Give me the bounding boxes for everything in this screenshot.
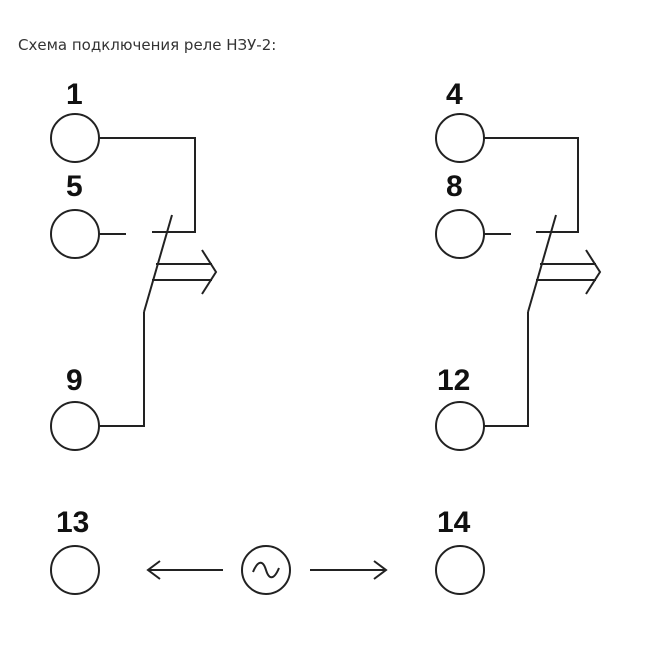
- wire-terminal-9: [99, 312, 145, 427]
- mechanical-link-arrow-icon: [536, 249, 602, 295]
- terminal-8: [435, 209, 485, 259]
- terminal-label-8: 8: [446, 170, 463, 203]
- terminal-label-4: 4: [446, 78, 463, 111]
- terminal-label-9: 9: [66, 364, 83, 397]
- diagram-caption: Схема подключения реле НЗУ-2:: [18, 36, 277, 54]
- wire-terminal-4: [484, 137, 579, 233]
- arrow-left-icon: [146, 560, 223, 580]
- wire-terminal-12: [484, 312, 529, 427]
- wire-terminal-1: [99, 137, 196, 233]
- terminal-9: [50, 401, 100, 451]
- terminal-label-14: 14: [437, 506, 471, 539]
- arrow-right-icon: [310, 560, 388, 580]
- supply-group: [50, 545, 485, 595]
- terminal-5: [50, 209, 100, 259]
- ac-sine-icon: [241, 545, 291, 595]
- terminal-1: [50, 113, 100, 163]
- mechanical-link-arrow-icon: [152, 249, 218, 295]
- terminal-14: [435, 545, 485, 595]
- left-contact-group: [50, 113, 218, 451]
- terminal-12: [435, 401, 485, 451]
- terminal-label-12: 12: [437, 364, 470, 397]
- terminal-label-5: 5: [66, 170, 83, 203]
- terminal-13: [50, 545, 100, 595]
- right-contact-group: [435, 113, 602, 451]
- terminal-label-1: 1: [66, 78, 83, 111]
- terminal-label-13: 13: [56, 506, 89, 539]
- terminal-4: [435, 113, 485, 163]
